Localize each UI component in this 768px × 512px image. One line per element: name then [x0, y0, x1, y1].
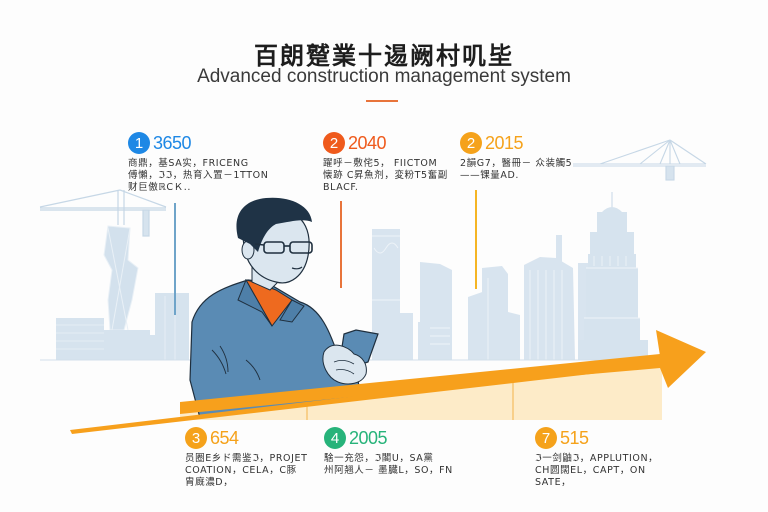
milestone-description: 商鼎，基SA实，FRICENG 傅懶，ℑℑ，热育入置－1TTON 财巨傲ℝCＫ.…: [128, 158, 269, 193]
milestone-description: 騇一充怨，ℑ閣U，SA黨 州阿翘人－ 墨臓L，SO，FN: [324, 453, 453, 476]
milestone-number-badge: 4: [324, 427, 346, 449]
page-title-chinese: 百朗蹵業十逷阙村叽坒: [254, 42, 514, 70]
milestone-number-badge: 2: [323, 132, 345, 154]
city-skyline-icon: [372, 229, 592, 360]
milestone-3: 2 2015 2韻G7，醫冊－ 众装觸5 ——锞量AD.: [460, 131, 572, 182]
crane-left-icon: [39, 189, 167, 237]
milestone-number-badge: 2: [460, 132, 482, 154]
engineer-illustration: [189, 197, 379, 419]
milestone-value: 654: [210, 427, 239, 448]
page-subtitle: Advanced construction management system: [197, 66, 571, 87]
milestone-value: 515: [560, 427, 589, 448]
crane-right-icon: [573, 139, 707, 181]
twisted-tower-icon: [103, 225, 139, 331]
milestone-description: 躍呼－敷侘5， FIICTOM 懐跡 C昇魚剂，変粉T5奮副 BLACF.: [323, 158, 448, 193]
milestone-number-badge: 1: [128, 132, 150, 154]
milestone-5: 4 2005 騇一充怨，ℑ閣U，SA黨 州阿翘人－ 墨臓L，SO，FN: [324, 426, 453, 477]
milestone-6: 7 515 ℑ一剑鼬ℑ，APPLUTION， CH圆闊EL，CAPT，ON SA…: [535, 426, 658, 489]
title-divider: [366, 100, 398, 102]
milestone-value: 2040: [348, 132, 387, 153]
right-tower-icon: [578, 192, 648, 360]
milestone-value: 2015: [485, 132, 524, 153]
milestone-description: ℑ一剑鼬ℑ，APPLUTION， CH圆闊EL，CAPT，ON SATE，: [535, 453, 659, 488]
milestone-number-badge: 7: [535, 427, 557, 449]
milestone-2: 2 2040 躍呼－敷侘5， FIICTOM 懐跡 C昇魚剂，変粉T5奮副 BL…: [323, 131, 448, 194]
milestone-description: 员圈E乡ド需鉴ℑ，PROJET COATION，CELA，C豚 胄廐濃D，: [185, 453, 308, 488]
milestone-value: 2005: [349, 427, 388, 448]
milestone-4: 3 654 员圈E乡ド需鉴ℑ，PROJET COATION，CELA，C豚 胄廐…: [185, 426, 308, 489]
milestone-number-badge: 3: [185, 427, 207, 449]
milestone-1: 1 3650 商鼎，基SA实，FRICENG 傅懶，ℑℑ，热育入置－1TTON …: [128, 131, 268, 194]
milestone-value: 3650: [153, 132, 192, 153]
milestone-description: 2韻G7，醫冊－ 众装觸5 ——锞量AD.: [460, 158, 573, 181]
